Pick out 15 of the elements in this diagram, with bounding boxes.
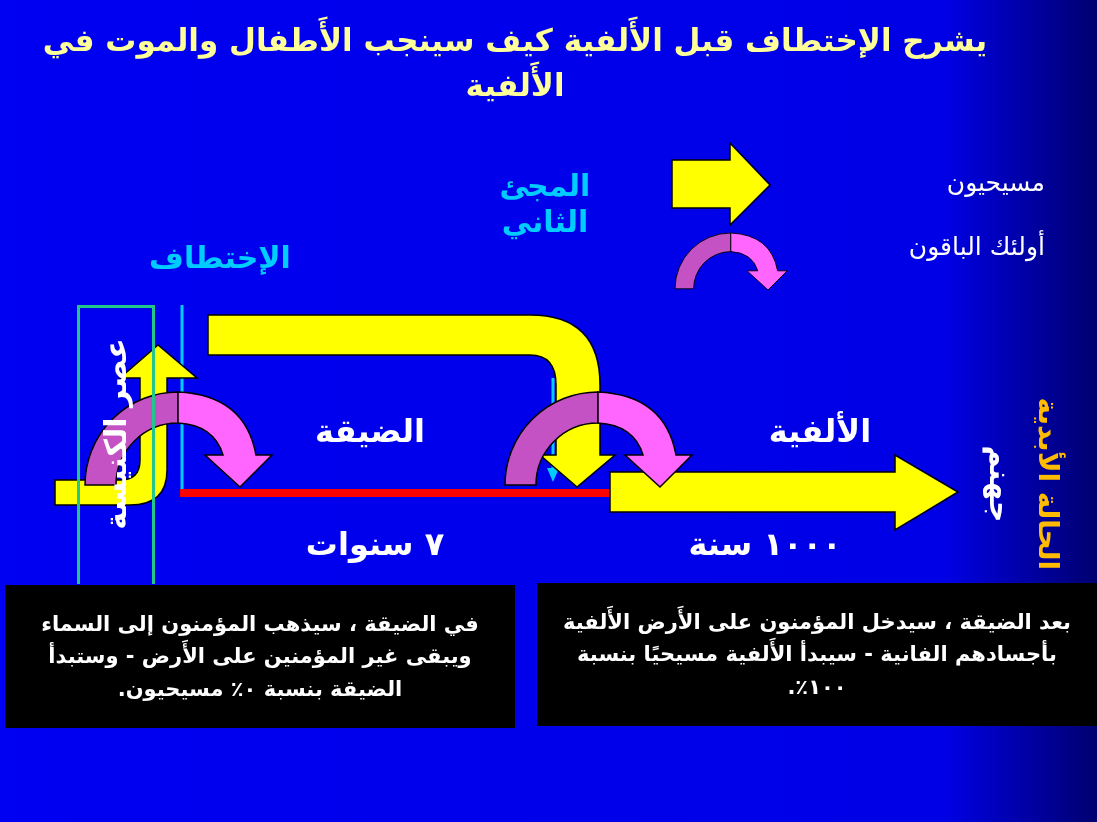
- legend-label: أولئك الباقون: [908, 232, 1045, 262]
- heading: المجئ الثاني: [498, 168, 592, 240]
- vertical-label: عصر الكنيسة: [98, 337, 134, 532]
- duration-label: ٧ سنوات: [304, 525, 446, 564]
- note-box: بعد الضيقة ، سيدخل المؤمنون على الأَرض الأَلفية بأجسادهم الفانية - سيبدأ الأَلفية مسيحيًا بنسبة ١٠٠٪.: [537, 583, 1097, 726]
- legend-label: مسيحيون: [946, 168, 1045, 198]
- period-box: [77, 305, 155, 584]
- heading: الإختطاف: [148, 240, 292, 276]
- period-label: الألفية: [767, 412, 873, 451]
- vertical-label: جهنم: [982, 443, 1018, 525]
- duration-label: ١٠٠٠ سنة: [687, 525, 843, 564]
- period-label: الضيقة: [314, 412, 426, 451]
- note-box: في الضيقة ، سيذهب المؤمنون إلى السماء ويبقى غير المؤمنين على الأَرض - وستبدأ الضيقة بنسبة ٠٪ مسيحيون.: [5, 585, 515, 728]
- title: يشرح الإختطاف قبل الأَلفية كيف سينجب الأَطفال والموت في الأَلفية: [15, 18, 1015, 108]
- vertical-label: الحالة الأبدية: [1031, 396, 1065, 572]
